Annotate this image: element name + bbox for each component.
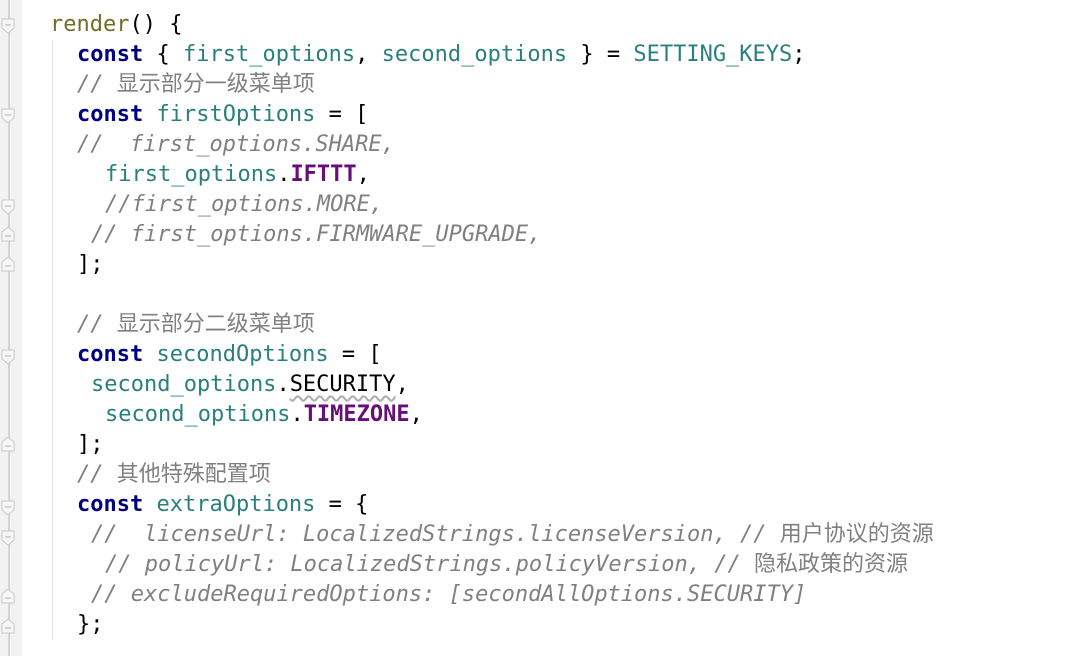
code-line-7[interactable]: //first_options.MORE, [105,190,383,220]
identifier: second_options [381,42,568,67]
comment-text: 用户协议的资源 [779,522,934,547]
code-line-11[interactable]: // 显示部分二级菜单项 [77,310,315,340]
code-punct: , [395,372,409,397]
fold-open-icon[interactable] [1,349,15,365]
comment: // [77,462,117,487]
fold-close-icon[interactable] [1,588,15,604]
code-line-2[interactable]: const { first_options, second_options } … [77,40,806,70]
code-punct [143,102,156,127]
comment-text: 其他特殊配置项 [116,462,271,487]
comment: // first_options.FIRMWARE_UPGRADE, [91,222,542,247]
comment-text: 隐私政策的资源 [754,552,909,577]
comment: // policyUrl: LocalizedStrings.policyVer… [105,552,755,577]
fold-open-icon[interactable] [1,500,15,516]
code-line-12[interactable]: const secondOptions = [ [77,340,382,370]
code-punct: () { [129,12,183,37]
code-punct: , [355,42,382,67]
code-punct: = [ [328,342,382,367]
comment: // [77,312,117,337]
code-line-1[interactable]: render() { [50,10,182,40]
code-punct: { [143,42,183,67]
code-punct: ]; [77,432,104,457]
code-punct: . [277,162,291,187]
gutter-line [8,0,10,656]
fold-open-icon[interactable] [1,108,15,124]
identifier: second_options [105,402,291,427]
property-warning: SECURITY [289,372,396,397]
code-line-15[interactable]: ]; [77,430,104,460]
comment-text: 显示部分一级菜单项 [116,72,315,97]
code-punct: , [409,402,423,427]
identifier: SETTING_KEYS [633,42,793,67]
code-punct: ]; [77,252,104,277]
code-line-14[interactable]: second_options.TIMEZONE, [105,400,423,430]
code-line-17[interactable]: const extraOptions = { [77,490,368,520]
code-punct: . [276,372,290,397]
method-name: render [50,12,130,37]
editor-gutter [0,0,22,656]
code-punct: = { [315,492,369,517]
code-line-9[interactable]: ]; [77,250,104,280]
code-punct: ; [792,42,806,67]
identifier: second_options [91,372,277,397]
code-line-3[interactable]: // 显示部分一级菜单项 [77,70,315,100]
code-line-8[interactable]: // first_options.FIRMWARE_UPGRADE, [91,220,541,250]
code-line-16[interactable]: // 其他特殊配置项 [77,460,271,490]
fold-close-icon[interactable] [1,436,15,452]
fold-open-icon[interactable] [1,18,15,34]
comment: // licenseUrl: LocalizedStrings.licenseV… [91,522,780,547]
code-line-4[interactable]: const firstOptions = [ [77,100,368,130]
code-punct: = [ [315,102,369,127]
keyword: const [77,492,144,517]
comment: // [77,72,117,97]
property: TIMEZONE [303,402,410,427]
code-punct: } = [567,42,634,67]
code-line-18[interactable]: // licenseUrl: LocalizedStrings.licenseV… [91,520,934,550]
property: IFTTT [290,162,357,187]
code-punct [143,492,156,517]
fold-close-icon[interactable] [1,226,15,242]
indent-guide [52,40,53,640]
code-punct: , [356,162,370,187]
identifier: firstOptions [156,102,316,127]
fold-open-icon[interactable] [1,199,15,215]
fold-close-icon[interactable] [1,618,15,634]
comment: // first_options.SHARE, [77,132,395,157]
identifier: first_options [182,42,356,67]
comment: //first_options.MORE, [105,192,384,217]
code-line-5[interactable]: // first_options.SHARE, [77,130,395,160]
code-line-21[interactable]: }; [77,610,104,640]
identifier: extraOptions [156,492,316,517]
code-line-19[interactable]: // policyUrl: LocalizedStrings.policyVer… [105,550,908,580]
code-punct: }; [77,612,104,637]
code-punct: . [290,402,304,427]
keyword: const [77,102,144,127]
comment: // excludeRequiredOptions: [secondAllOpt… [91,582,807,607]
fold-open-icon[interactable] [1,530,15,546]
code-line-13[interactable]: second_options.SECURITY, [91,370,409,400]
code-line-6[interactable]: first_options.IFTTT, [105,160,370,190]
keyword: const [77,342,144,367]
comment-text: 显示部分二级菜单项 [116,312,315,337]
fold-close-icon[interactable] [1,256,15,272]
identifier: secondOptions [156,342,329,367]
keyword: const [77,42,144,67]
code-line-20[interactable]: // excludeRequiredOptions: [secondAllOpt… [91,580,806,610]
code-punct [143,342,156,367]
identifier: first_options [105,162,278,187]
